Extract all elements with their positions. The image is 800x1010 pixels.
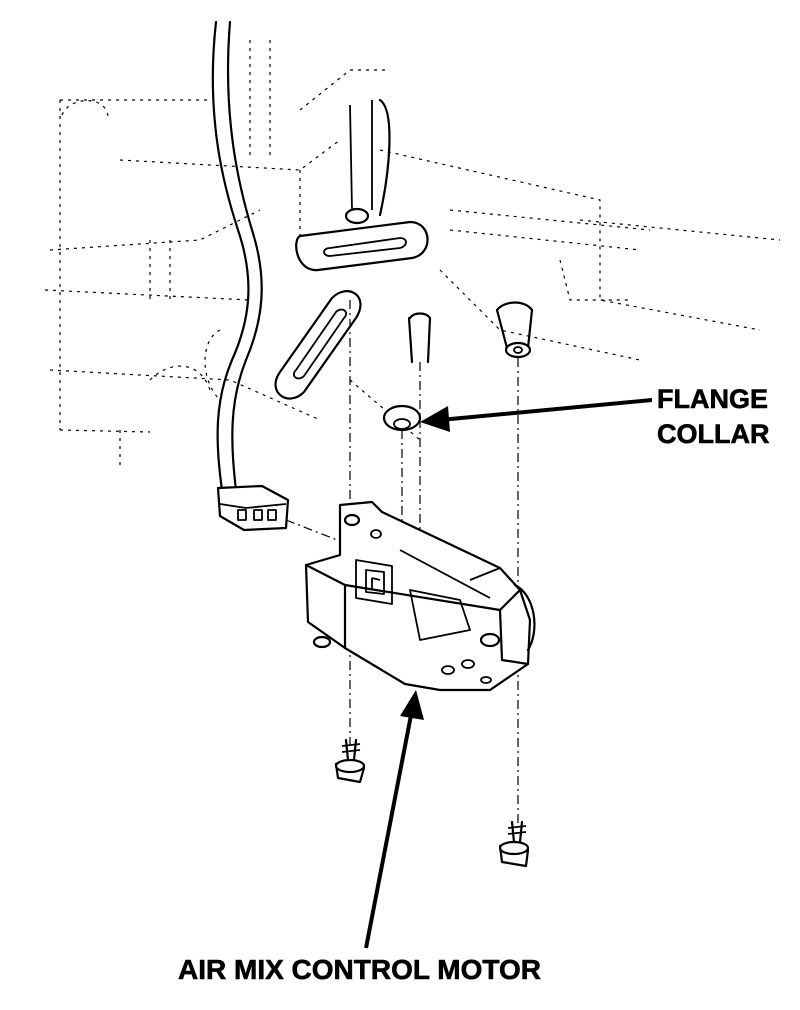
heater-housing-outline [44, 40, 781, 470]
air-mix-control-motor [304, 500, 536, 692]
wire-harness [211, 20, 263, 492]
flange-collar-label: FLANGE COLLAR [657, 384, 770, 456]
flange-collar-label-line1: FLANGE [657, 384, 769, 414]
screw-right [498, 820, 530, 868]
air-mix-control-motor-label: AIR MIX CONTROL MOTOR [178, 954, 542, 985]
screw-left [334, 738, 366, 784]
motor-leader-arrow [364, 690, 424, 949]
mounting-bosses [407, 301, 534, 364]
harness-connector [216, 484, 290, 532]
flange-collar [382, 404, 422, 432]
flange-collar-leader-arrow [420, 398, 653, 432]
flange-collar-label-line2: COLLAR [657, 419, 770, 449]
air-mix-linkage [274, 98, 429, 400]
